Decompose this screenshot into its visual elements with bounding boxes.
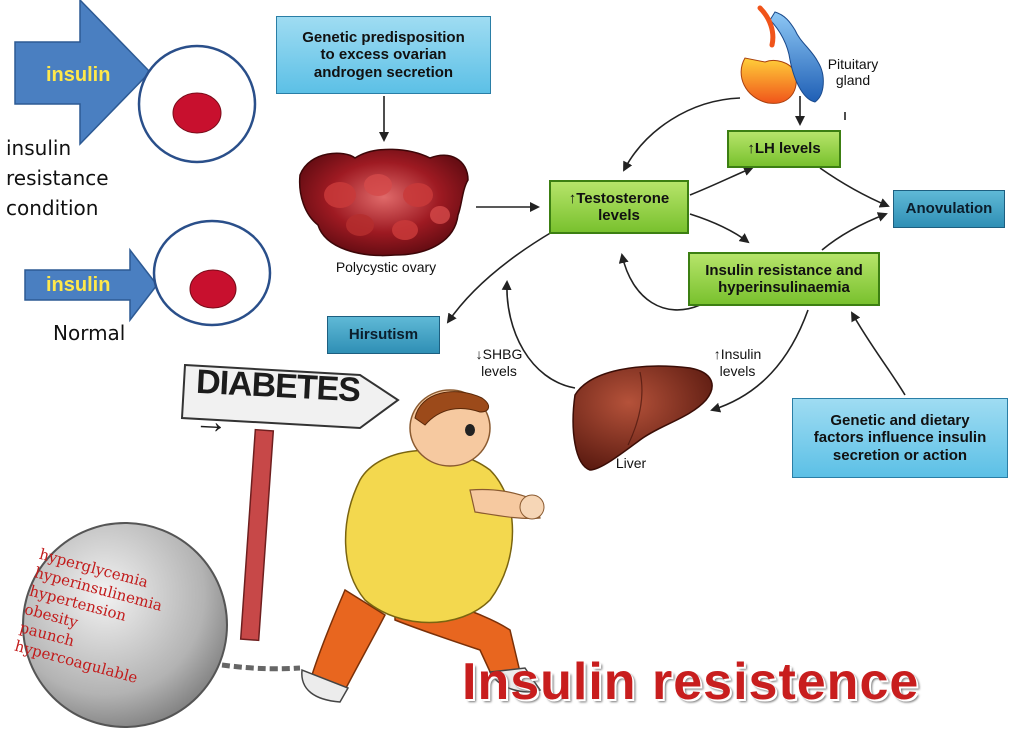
- caption-line: condition: [6, 196, 99, 220]
- insulin-levels-label: ↑Insulin levels: [700, 346, 775, 380]
- caption-line: insulin: [6, 136, 72, 160]
- box-line: hyperinsulinaemia: [718, 279, 850, 296]
- insulin-resistance-box: Insulin resistance and hyperinsulinaemia: [688, 252, 880, 306]
- testosterone-levels-box: ↑Testosterone levels: [549, 180, 689, 234]
- ball-and-chain: [22, 522, 301, 728]
- label-line: levels: [719, 363, 756, 379]
- label-line: ↑Insulin: [713, 346, 762, 362]
- label-line: gland: [835, 72, 871, 88]
- liver-image: [572, 365, 713, 471]
- label-line: Pituitary: [827, 56, 879, 72]
- main-title: Insulin resistence: [462, 653, 920, 711]
- flow-arrows: [379, 96, 906, 413]
- box-line: ↑Testosterone: [568, 189, 670, 207]
- lh-levels-box: ↑LH levels: [727, 130, 841, 168]
- label-line: ↓SHBG: [475, 346, 523, 362]
- insulin-resistance-arrow: [14, 0, 152, 146]
- box-line: secretion or action: [832, 446, 968, 464]
- genetic-dietary-box: Genetic and dietary factors influence in…: [792, 398, 1008, 478]
- box-line: factors influence insulin: [813, 429, 987, 447]
- liver-label: Liver: [615, 455, 647, 471]
- polycystic-ovary-image: [298, 148, 469, 257]
- pituitary-gland-image: [740, 5, 824, 104]
- normal-arrow: [24, 247, 158, 323]
- hirsutism-box: Hirsutism: [327, 316, 440, 354]
- box-line: levels: [598, 207, 640, 224]
- insulin-resistance-cell: [137, 44, 257, 164]
- label-line: levels: [481, 363, 517, 379]
- normal-cell: [152, 219, 272, 327]
- diabetes-signpost: [180, 363, 400, 642]
- normal-arrow-label: insulin: [46, 274, 111, 296]
- box-line: Insulin resistance and: [705, 261, 863, 279]
- pituitary-gland-label: Pituitary gland: [818, 56, 888, 88]
- box-line: to excess ovarian: [320, 46, 447, 64]
- insulin-resistance-caption: insulin resistance condition: [6, 133, 109, 223]
- polycystic-ovary-label: Polycystic ovary: [335, 259, 437, 275]
- anovulation-box: Anovulation: [893, 190, 1005, 228]
- diabetes-sign-text: DIABETES →: [193, 362, 361, 442]
- normal-caption: Normal: [53, 321, 126, 345]
- box-line: Genetic and dietary: [830, 412, 970, 430]
- caption-line: resistance: [6, 166, 109, 190]
- insulin-resistance-arrow-label: insulin: [46, 64, 111, 86]
- box-line: Genetic predisposition: [302, 29, 465, 47]
- box-line: androgen secretion: [313, 63, 454, 81]
- shbg-levels-label: ↓SHBG levels: [464, 346, 534, 380]
- genetic-predisposition-box: Genetic predisposition to excess ovarian…: [276, 16, 491, 94]
- running-man-figure: [301, 389, 545, 703]
